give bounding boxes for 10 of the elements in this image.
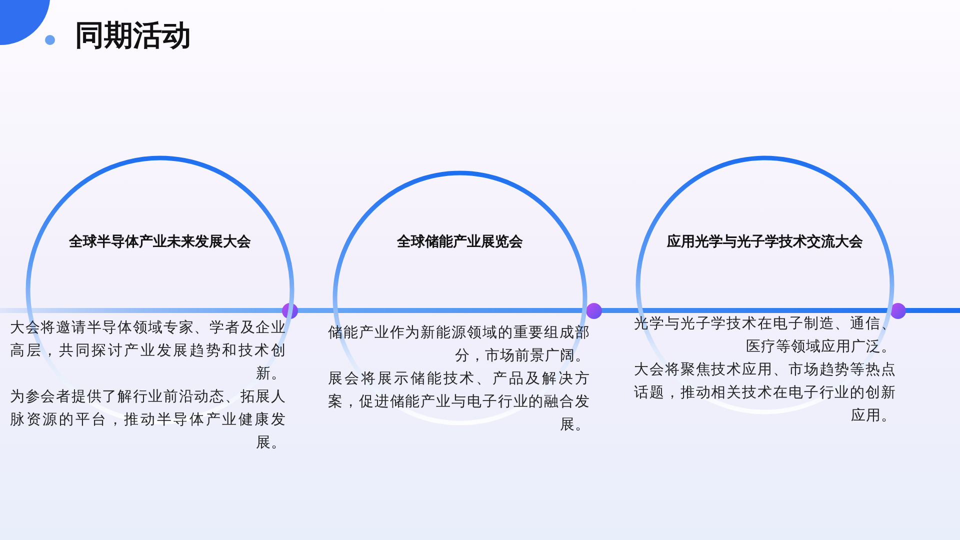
description-text: 为参会者提供了解行业前沿动态、拓展人脉资源的平台，推动半导体产业健康发展。 <box>10 387 286 453</box>
description-text: 展会将展示储能技术、产品及解决方案，促进储能产业与电子行业的融合发展。 <box>328 369 590 435</box>
description-text: 光学与光子学技术在电子制造、通信、医疗等领域应用广泛。 <box>634 314 896 357</box>
event-title: 全球储能产业展览会 <box>396 233 524 251</box>
description-text: 大会将聚焦技术应用、市场趋势等热点话题，推动相关技术在电子行业的创新应用。 <box>634 360 896 426</box>
description-text: 大会将邀请半导体领域专家、学者及企业高层，共同探讨产业发展趋势和技术创新。 <box>10 318 286 384</box>
event-title: 应用光学与光子学技术交流大会 <box>666 233 864 251</box>
event-title: 全球半导体产业未来发展大会 <box>68 233 252 251</box>
description-text: 储能产业作为新能源领域的重要组成部分，市场前景广阔。 <box>328 323 590 366</box>
title: 同期活动 <box>75 17 191 54</box>
